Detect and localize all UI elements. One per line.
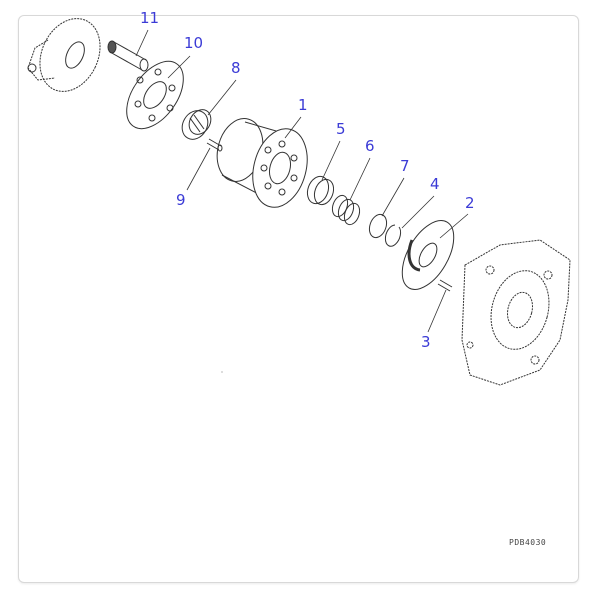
stray-dot bbox=[221, 371, 223, 373]
callout-4: 4 bbox=[430, 175, 440, 193]
callout-1: 1 bbox=[298, 96, 308, 114]
part-5-collar bbox=[306, 175, 335, 206]
callout-11: 11 bbox=[140, 9, 160, 27]
part-11-shaft bbox=[107, 40, 149, 72]
diagram-card bbox=[18, 15, 579, 583]
motor-housing bbox=[461, 239, 571, 386]
callout-7: 7 bbox=[400, 157, 410, 175]
callout-6: 6 bbox=[365, 137, 375, 155]
callout-5: 5 bbox=[336, 120, 346, 138]
swash-plate bbox=[27, 18, 101, 92]
callout-10: 10 bbox=[184, 34, 204, 52]
leader-lines bbox=[135, 29, 469, 333]
part-1-cylinder-block bbox=[216, 118, 308, 208]
drawing-code: PDB4030 bbox=[509, 538, 547, 547]
callout-3: 3 bbox=[421, 333, 431, 351]
part-4-snap-ring bbox=[384, 224, 402, 247]
part-8-spherical-bushing bbox=[181, 109, 212, 140]
part-2-valve-plate bbox=[401, 220, 455, 290]
part-7-washer bbox=[368, 213, 388, 239]
callout-2: 2 bbox=[465, 194, 475, 212]
part-3-pin bbox=[437, 279, 453, 292]
callout-9: 9 bbox=[176, 191, 186, 209]
callout-8: 8 bbox=[231, 59, 241, 77]
part-10-retainer-plate bbox=[126, 60, 184, 130]
part-6-spring bbox=[331, 194, 361, 226]
